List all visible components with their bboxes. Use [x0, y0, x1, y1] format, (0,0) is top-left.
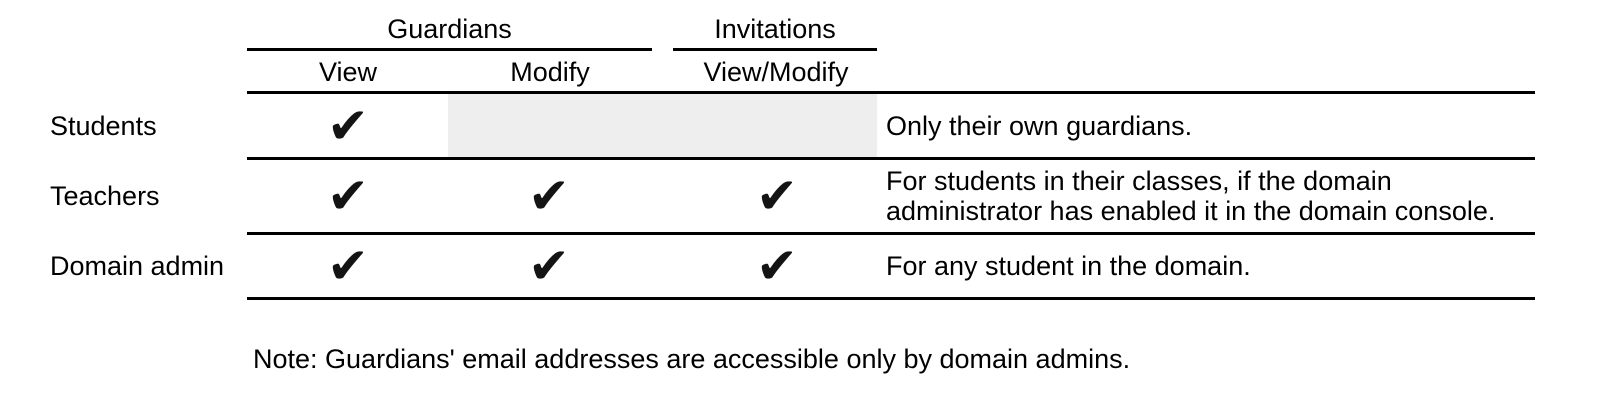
row-note-domain-admin-text: For any student in the domain.: [886, 251, 1251, 281]
check-icon: ✔: [528, 237, 570, 295]
column-header-view: View: [318, 57, 378, 87]
row-label-domain-admin: Domain admin: [50, 251, 225, 281]
check-icon: ✔: [327, 237, 369, 295]
row-label-students: Students: [50, 110, 157, 141]
students-disabled-cells: [448, 94, 877, 157]
row-note-teachers: For students in their classes, if the do…: [886, 160, 1541, 232]
table-rule-header: [247, 91, 1535, 94]
invitations-group-underline: [673, 48, 877, 51]
check-icon: ✔: [528, 167, 570, 225]
check-icon: ✔: [756, 167, 798, 225]
row-note-teachers-text: For students in their classes, if the do…: [886, 166, 1496, 226]
footnote: Note: Guardians' email addresses are acc…: [253, 344, 1131, 374]
check-icon: ✔: [756, 237, 798, 295]
row-note-domain-admin: For any student in the domain.: [886, 235, 1541, 297]
table-rule-bottom: [247, 297, 1535, 300]
check-icon: ✔: [327, 167, 369, 225]
column-group-invitations: Invitations: [714, 14, 836, 44]
column-group-guardians: Guardians: [387, 14, 512, 44]
row-label-teachers: Teachers: [50, 181, 160, 211]
check-icon: ✔: [327, 96, 369, 155]
row-note-students: Only their own guardians.: [886, 94, 1541, 157]
table-rule-after-teachers: [247, 232, 1535, 235]
row-note-students-text: Only their own guardians.: [886, 110, 1193, 141]
column-header-modify: Modify: [510, 57, 590, 87]
guardians-group-underline: [247, 48, 652, 51]
column-header-view-modify: View/Modify: [703, 57, 849, 87]
table-rule-after-students: [247, 157, 1535, 160]
